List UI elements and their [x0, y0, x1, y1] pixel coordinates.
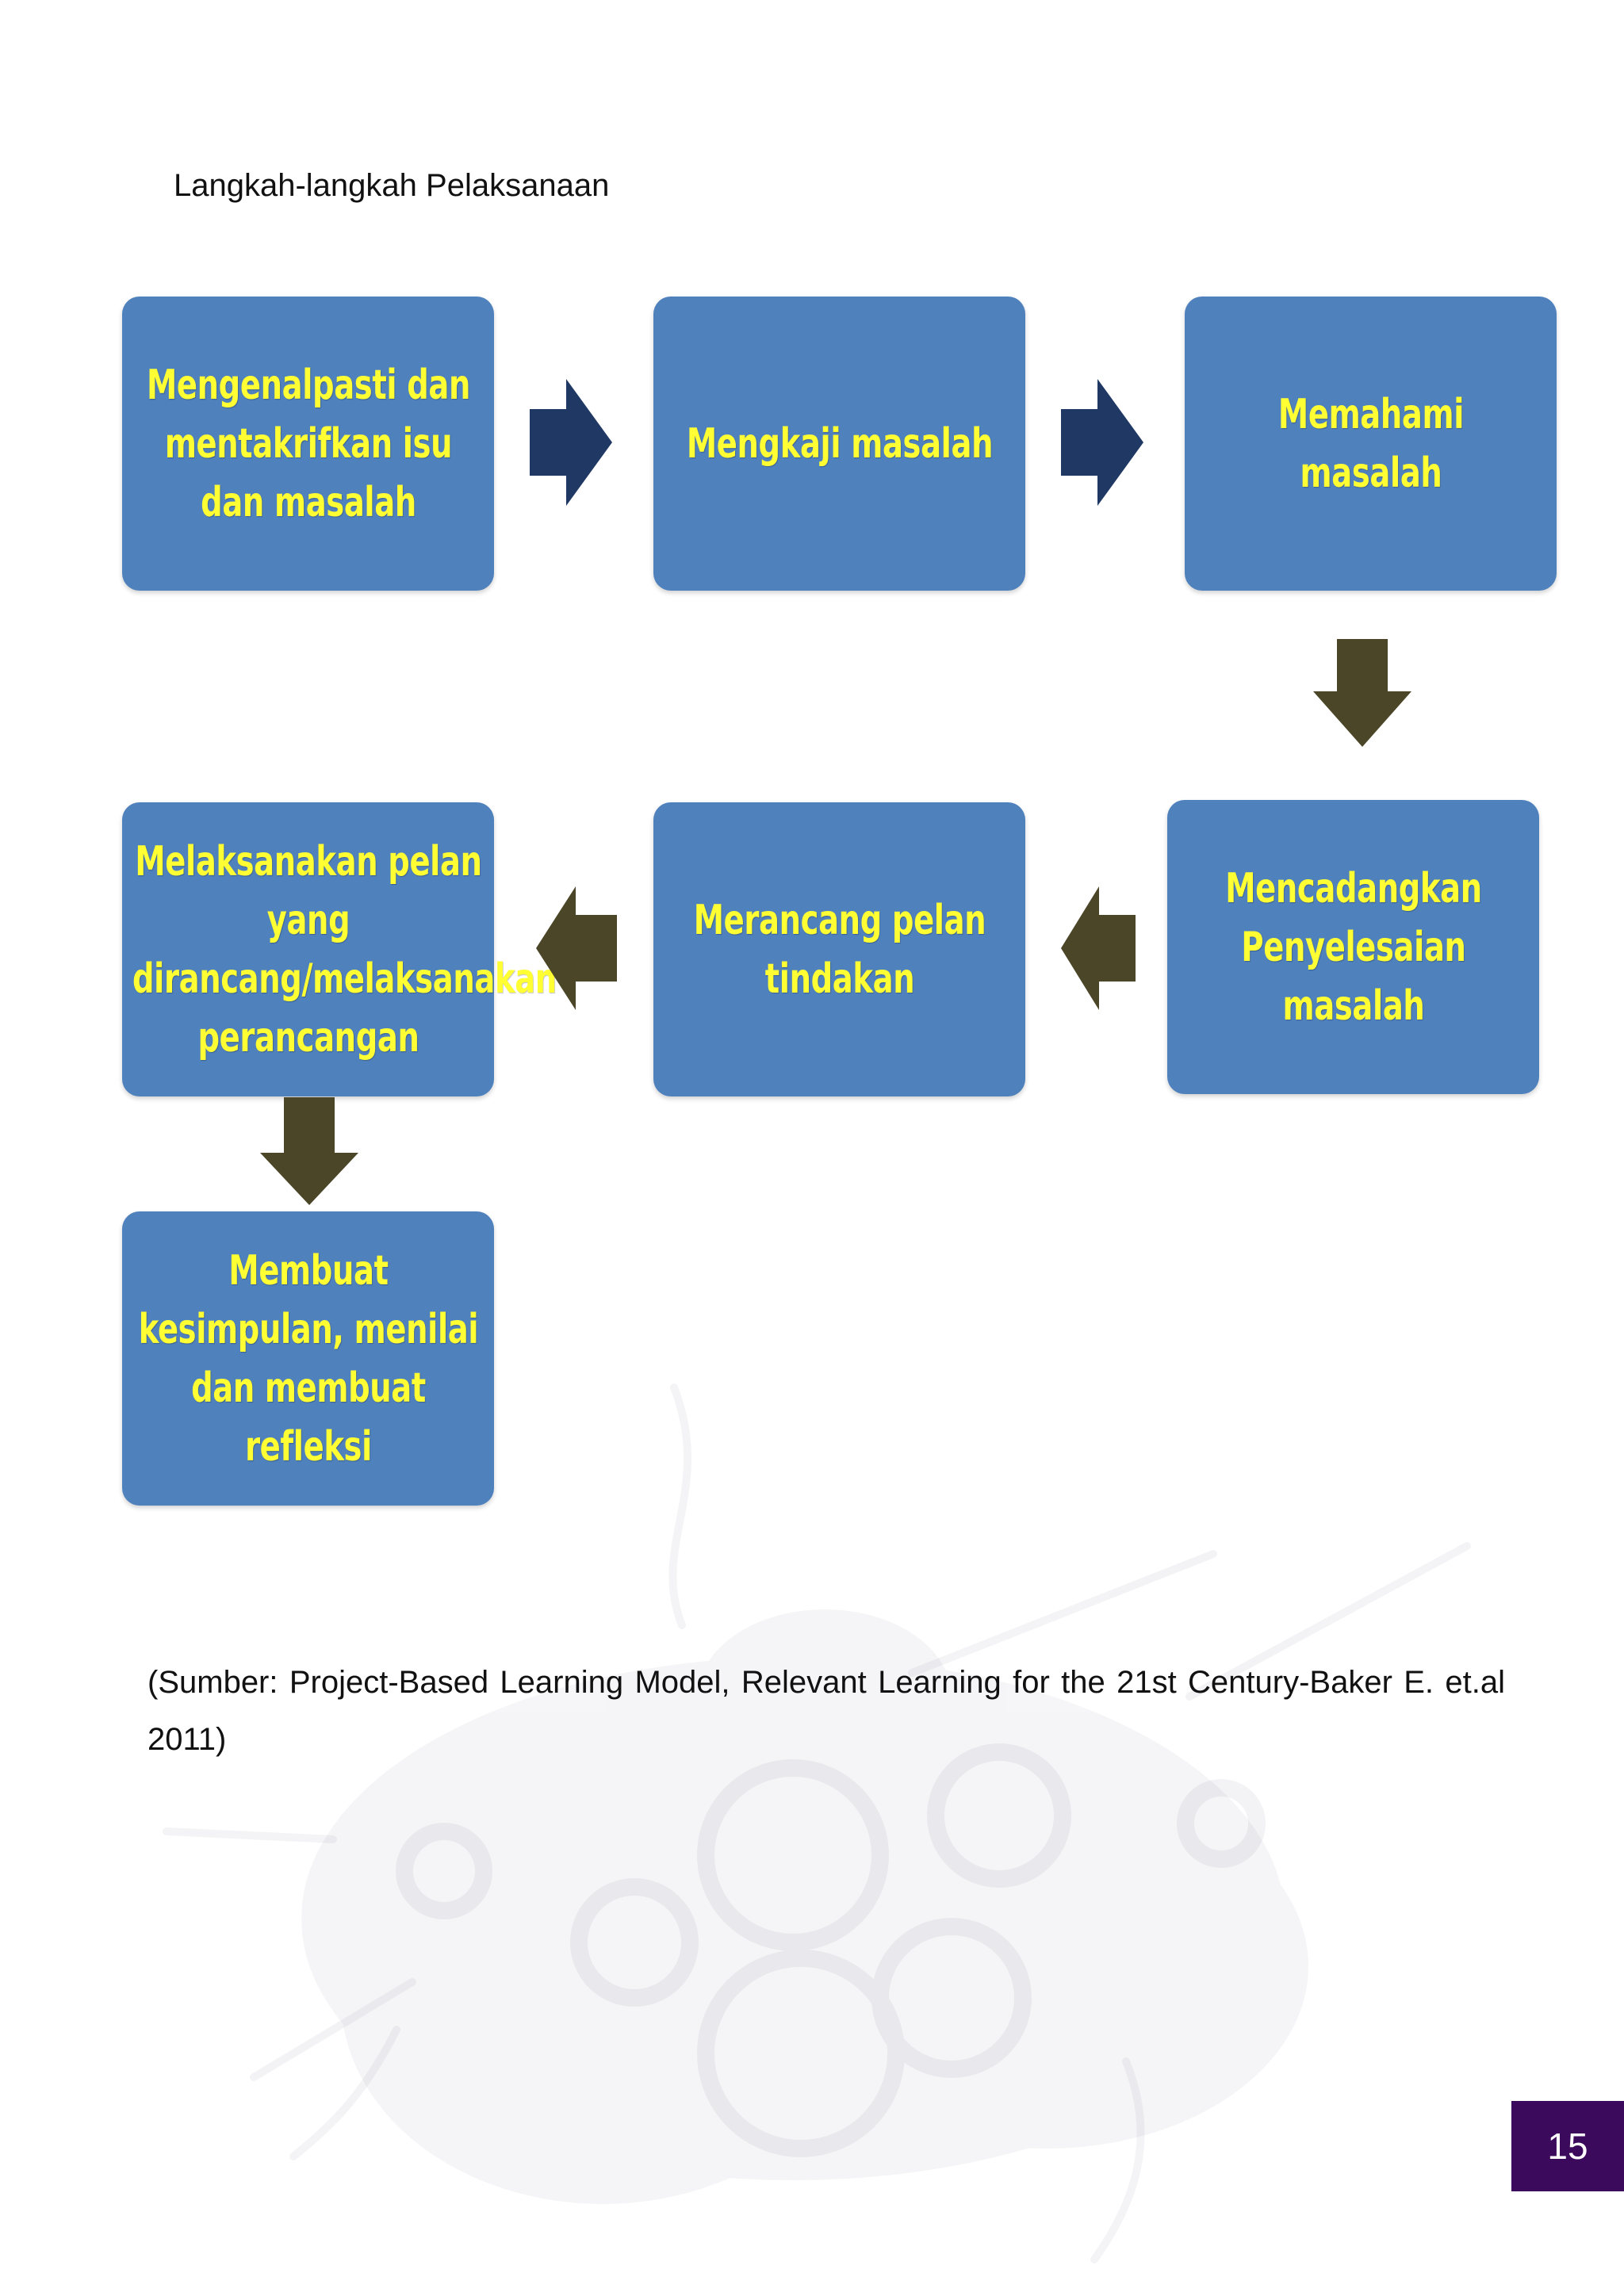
- step-4-box: Mencadangkan Penyelesaian masalah: [1167, 800, 1539, 1094]
- source-citation: (Sumber: Project-Based Learning Model, R…: [147, 1665, 1505, 1757]
- arrow-right-icon: [1061, 379, 1143, 506]
- arrow-left-icon: [1061, 886, 1136, 1010]
- step-2-label: Mengkaji masalah: [686, 419, 993, 468]
- step-3-label: Memahami masalah: [1277, 390, 1464, 497]
- step-6-box: Melaksanakan pelan yang dirancang/melaks…: [122, 802, 557, 1096]
- step-4-label: Mencadangkan Penyelesaian masalah: [1224, 864, 1482, 1030]
- step-1-box: Mengenalpasti dan mentakrifkan isu dan m…: [122, 297, 494, 591]
- arrow-down-icon: [260, 1097, 358, 1205]
- step-1-label: Mengenalpasti dan mentakrifkan isu dan m…: [146, 361, 470, 526]
- step-5-label: Merancang pelan tindakan: [693, 896, 986, 1003]
- arrow-right-icon: [530, 379, 612, 506]
- step-7-label: Membuat kesimpulan, menilai dan membuat …: [138, 1246, 478, 1471]
- page-number-badge: 15: [1511, 2101, 1624, 2191]
- page-heading: Langkah-langkah Pelaksanaan: [174, 168, 610, 203]
- step-2-box: Mengkaji masalah: [653, 297, 1025, 591]
- step-3-box: Memahami masalah: [1185, 297, 1557, 591]
- arrow-down-icon: [1313, 639, 1411, 747]
- arrow-left-icon: [536, 886, 617, 1010]
- step-5-box: Merancang pelan tindakan: [653, 802, 1025, 1096]
- step-7-box: Membuat kesimpulan, menilai dan membuat …: [122, 1211, 494, 1506]
- step-6-label: Melaksanakan pelan yang dirancang/melaks…: [132, 837, 557, 1062]
